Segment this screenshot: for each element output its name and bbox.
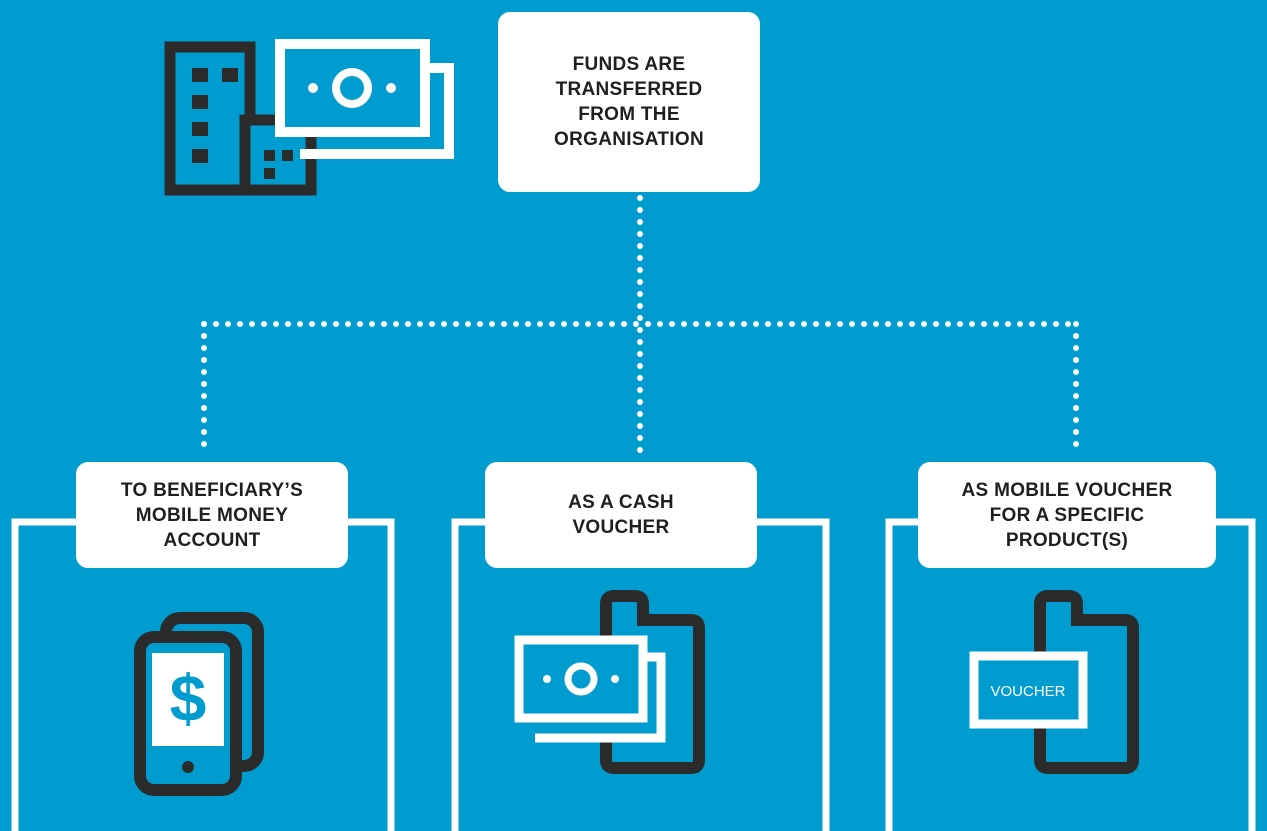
panel-outline-product-voucher — [885, 518, 1256, 831]
panel-outline-cash-voucher — [451, 518, 830, 831]
cash-voucher-phone-icon — [514, 590, 705, 774]
option-box-cash-voucher: AS A CASH VOUCHER — [485, 462, 757, 568]
option-label-product-voucher: AS MOBILE VOUCHER FOR A SPECIFIC PRODUCT… — [961, 479, 1173, 551]
panel-outline-mobile-money — [11, 518, 395, 831]
panels — [11, 518, 1256, 831]
product-voucher-phone-icon: VOUCHER — [969, 590, 1139, 774]
connectors — [201, 195, 1079, 458]
mobile-money-dollar-icon: $ — [134, 612, 264, 796]
dollar-sign: $ — [170, 661, 207, 735]
option-box-mobile-money: TO BENEFICIARY’S MOBILE MONEY ACCOUNT — [76, 462, 348, 568]
voucher-text: VOUCHER — [990, 683, 1065, 700]
option-box-product-voucher: AS MOBILE VOUCHER FOR A SPECIFIC PRODUCT… — [918, 462, 1216, 568]
source-label: FUNDS ARE TRANSFERRED FROM THE ORGANISAT… — [554, 54, 704, 150]
source-box: FUNDS ARE TRANSFERRED FROM THE ORGANISAT… — [498, 12, 760, 192]
option-label-cash-voucher: AS A CASH VOUCHER — [568, 492, 674, 538]
building-with-banknote-icon — [164, 39, 454, 196]
option-label-mobile-money: TO BENEFICIARY’S MOBILE MONEY ACCOUNT — [120, 479, 304, 551]
